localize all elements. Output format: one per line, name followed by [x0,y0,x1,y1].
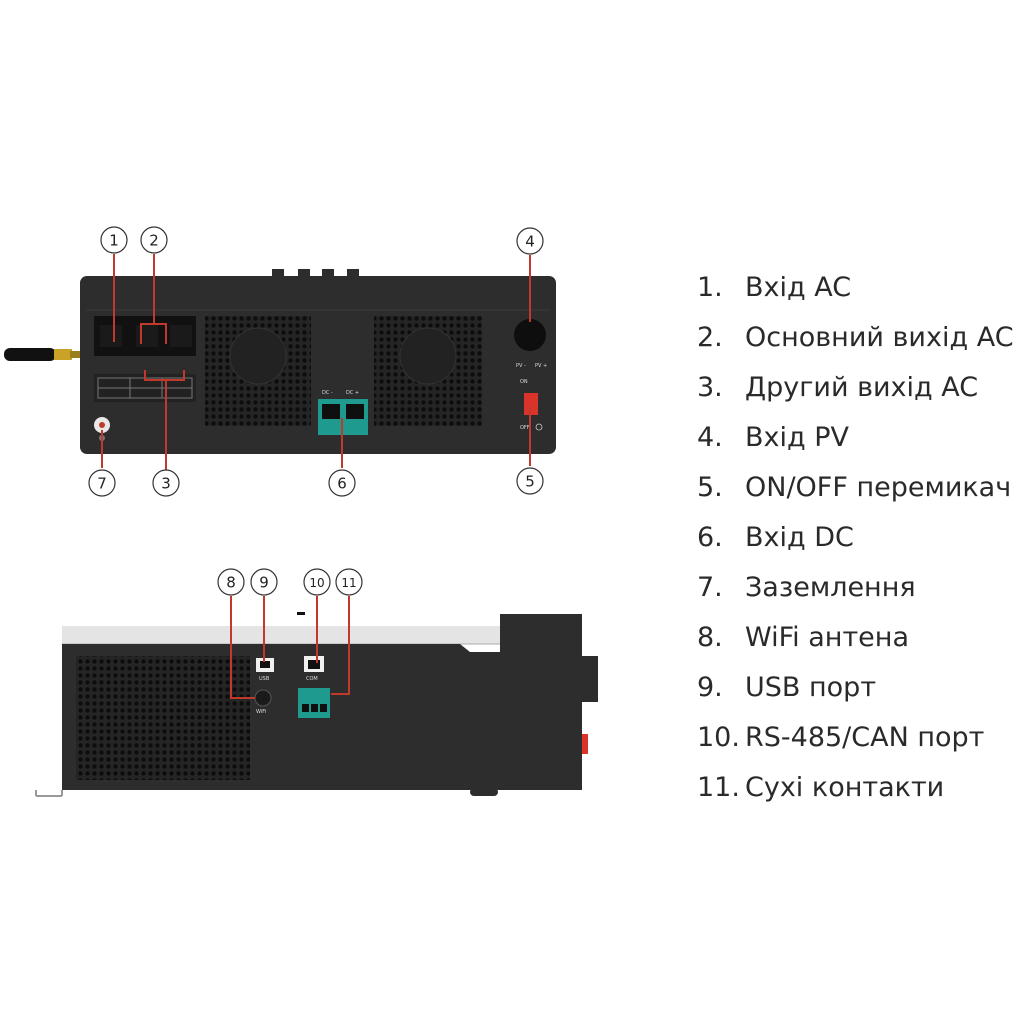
callout-6: 6 [328,469,356,497]
legend-item: 9. USB порт [697,662,1014,712]
wifi-label: WiFi [256,709,266,715]
legend-text: Основний вихід AC [745,321,1014,353]
legend-number: 7. [697,571,723,603]
legend-number: 10. [697,721,740,753]
legend-number: 1. [697,271,723,303]
callout-7: 7 [88,469,116,497]
callout-10: 10 [303,568,331,596]
legend-item: 10.RS-485/CAN порт [697,712,1014,762]
side-vent-grille [76,656,250,780]
legend-number: 6. [697,521,723,553]
callout-number: 6 [337,475,347,493]
callout-9: 9 [250,568,278,596]
dc-minus-label: DC - [322,390,333,396]
dry-contact-terminal [298,688,330,718]
legend-item: 8. WiFi антена [697,612,1014,662]
com-label: COM [306,676,318,682]
callout-number: 3 [161,475,171,493]
callout-number: 10 [309,576,324,590]
legend-text: WiFi антена [745,621,909,653]
legend-item: 11.Сухі контакти [697,762,1014,812]
legend-text: Вхід DC [745,521,854,553]
pv-minus-label: PV - [516,363,526,369]
callout-4: 4 [516,227,544,255]
callout-number: 4 [525,233,535,251]
legend-number: 5. [697,471,723,503]
legend-text: Другий вихід AC [745,371,979,403]
legend-number: 4. [697,421,723,453]
callout-number: 9 [259,574,269,592]
callout-11: 11 [335,568,363,596]
legend-text: ON/OFF перемикач [745,471,1012,503]
callout-number: 1 [109,232,119,250]
legend-item: 6. Вхід DC [697,512,1014,562]
callout-2: 2 [140,226,168,254]
usb-port: USB [256,658,274,682]
legend-item: 3. Другий вихід AC [697,362,1014,412]
com-port: COM [304,656,324,682]
cooling-fan-left [205,316,311,426]
dc-input-terminal: DC - DC + [318,390,368,435]
pv-input-connector: PV - PV + ON [514,319,547,385]
callout-number: 11 [341,576,356,590]
legend-item: 4. Вхід PV [697,412,1014,462]
dc-plus-label: DC + [346,390,359,396]
legend-item: 2. Основний вихід AC [697,312,1014,362]
top-knob [322,269,334,277]
legend-number: 8. [697,621,723,653]
annotation-lines [101,254,531,699]
legend-item: 7. Заземлення [697,562,1014,612]
ac-terminal-block [94,316,196,402]
callout-number: 8 [226,574,236,592]
callout-1: 1 [100,226,128,254]
legend-number: 9. [697,671,723,703]
side-top-panel [62,626,506,644]
legend-text: RS-485/CAN порт [745,721,985,753]
switch-on-label: ON [520,379,528,385]
side-view: USB WiFi COM [35,612,598,797]
wifi-antenna [4,348,82,361]
legend-number: 2. [697,321,723,353]
ground-terminal [94,417,110,441]
callout-number: 7 [97,475,107,493]
power-switch: OFF [520,393,543,431]
legend-text: Вхід AC [745,271,852,303]
top-knob [347,269,359,277]
legend-number: 3. [697,371,723,403]
cooling-fan-right [374,316,482,426]
legend-text: USB порт [745,671,877,703]
top-knob [298,269,310,277]
callout-number: 5 [525,473,535,491]
legend-text: Сухі контакти [745,771,945,803]
callout-3: 3 [152,469,180,497]
legend-item: 5. ON/OFF перемикач [697,462,1014,512]
callout-5: 5 [516,467,544,495]
callout-number: 2 [149,232,159,250]
usb-label: USB [259,676,270,682]
top-knob [272,269,284,277]
legend-number: 11. [697,771,740,803]
legend-text: Вхід PV [745,421,850,453]
legend-item: 1. Вхід AC [697,262,1014,312]
legend-text: Заземлення [745,571,916,603]
component-legend: 1. Вхід AC 2. Основний вихід AC 3. Другий в… [697,262,1014,812]
callout-8: 8 [217,568,245,596]
front-view: DC - DC + PV - PV + ON OFF [4,269,556,454]
pv-plus-label: PV + [535,363,547,369]
switch-off-label: OFF [520,425,530,431]
